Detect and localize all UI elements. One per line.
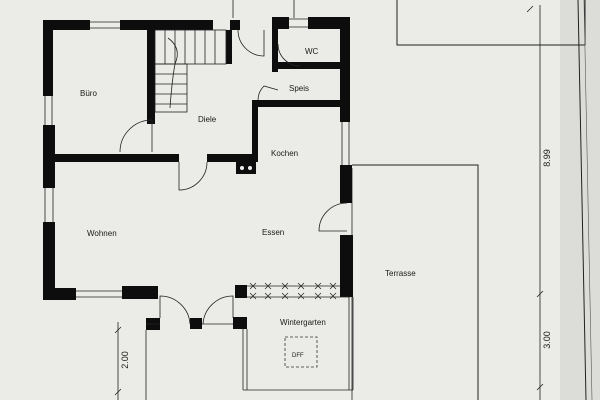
dimension-label-8-99: 8.99 [542, 149, 552, 167]
border-line-right [577, 0, 587, 400]
dimension-label-2-00: 2.00 [120, 351, 130, 369]
room-label-terrasse: Terrasse [385, 269, 416, 278]
glass-sliding-marks [249, 282, 337, 300]
stove-burner-1 [240, 166, 244, 170]
room-label-essen: Essen [262, 228, 284, 237]
border-line-right-2 [583, 0, 593, 400]
dimension-label-3-00: 3.00 [542, 331, 552, 349]
dimension-lines [114, 5, 544, 400]
room-label-speis: Speis [289, 84, 309, 93]
room-label-wintergarten: Wintergarten [280, 318, 326, 327]
walls [43, 17, 353, 330]
terrace-outline [352, 164, 479, 400]
neighbor-outline [396, 0, 586, 46]
skylight-label: DFF [292, 353, 304, 359]
room-label-wc: WC [305, 47, 319, 56]
room-label-diele: Diele [198, 115, 217, 124]
room-label-wohnen: Wohnen [87, 229, 117, 238]
paper-shadow-right [560, 0, 600, 400]
dff-skylight [284, 336, 318, 368]
stove-burner-2 [248, 166, 252, 170]
room-label-kochen: Kochen [271, 149, 298, 158]
door-swings [119, 29, 348, 325]
wintergarten-outline [145, 285, 354, 400]
staircase [154, 29, 227, 113]
room-label-buero: Büro [80, 89, 97, 98]
windows [44, 18, 350, 298]
